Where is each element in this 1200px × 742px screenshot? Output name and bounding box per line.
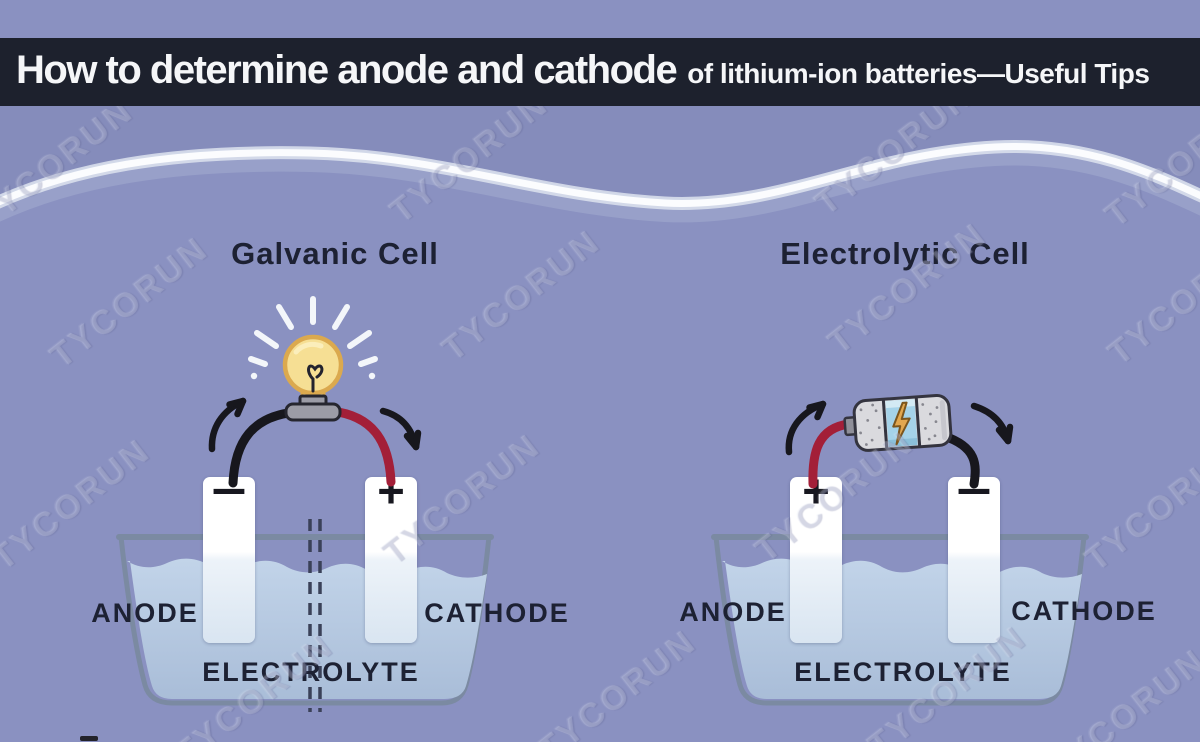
galvanic-positive-wire <box>327 406 396 487</box>
negative-sign: − <box>211 464 247 518</box>
header-bar: How to determine anode and cathode of li… <box>0 38 1200 106</box>
light-bulb-icon <box>248 296 378 422</box>
wave-decoration <box>0 139 1200 223</box>
electrolytic-cell-title: Electrolytic Cell <box>780 236 1030 271</box>
header-title-secondary: of lithium-ion batteries—Useful Tips <box>687 58 1150 89</box>
electrolytic-cathode-label: CATHODE <box>1011 596 1157 626</box>
electrolytic-positive-wire <box>808 419 854 489</box>
galvanic-electron-flow-arrows <box>208 397 422 453</box>
galvanic-cathode-label: CATHODE <box>424 598 570 628</box>
galvanic-cell-title: Galvanic Cell <box>231 236 439 271</box>
galvanic-anode-label: ANODE <box>91 598 199 628</box>
electrolytic-negative-wire <box>939 431 980 489</box>
lightning-bolt-icon <box>892 401 911 446</box>
electrolytic-anode-electrode: + <box>790 466 842 643</box>
bulb-filament <box>307 364 324 393</box>
galvanic-anode-electrode: − <box>203 466 255 643</box>
electrolytic-electron-flow-arrows <box>785 400 1014 456</box>
galvanic-negative-wire <box>228 407 301 488</box>
separator-dashed-line <box>308 519 322 712</box>
electrolytic-cathode-electrode: − <box>948 466 1000 643</box>
galvanic-electrolyte-label: ELECTROLYTE <box>202 657 420 687</box>
battery-icon <box>843 394 953 452</box>
bulb-rays <box>248 296 378 367</box>
battery-speckles <box>859 403 939 446</box>
electrolytic-anode-label: ANODE <box>679 597 787 627</box>
electrolytic-electrolyte-label: ELECTROLYTE <box>794 657 1012 687</box>
galvanic-cathode-electrode: + <box>365 466 417 643</box>
header-title-main: How to determine anode and cathode <box>16 48 678 92</box>
wave-upper-tint <box>0 95 1200 204</box>
stray-mark <box>80 736 98 741</box>
